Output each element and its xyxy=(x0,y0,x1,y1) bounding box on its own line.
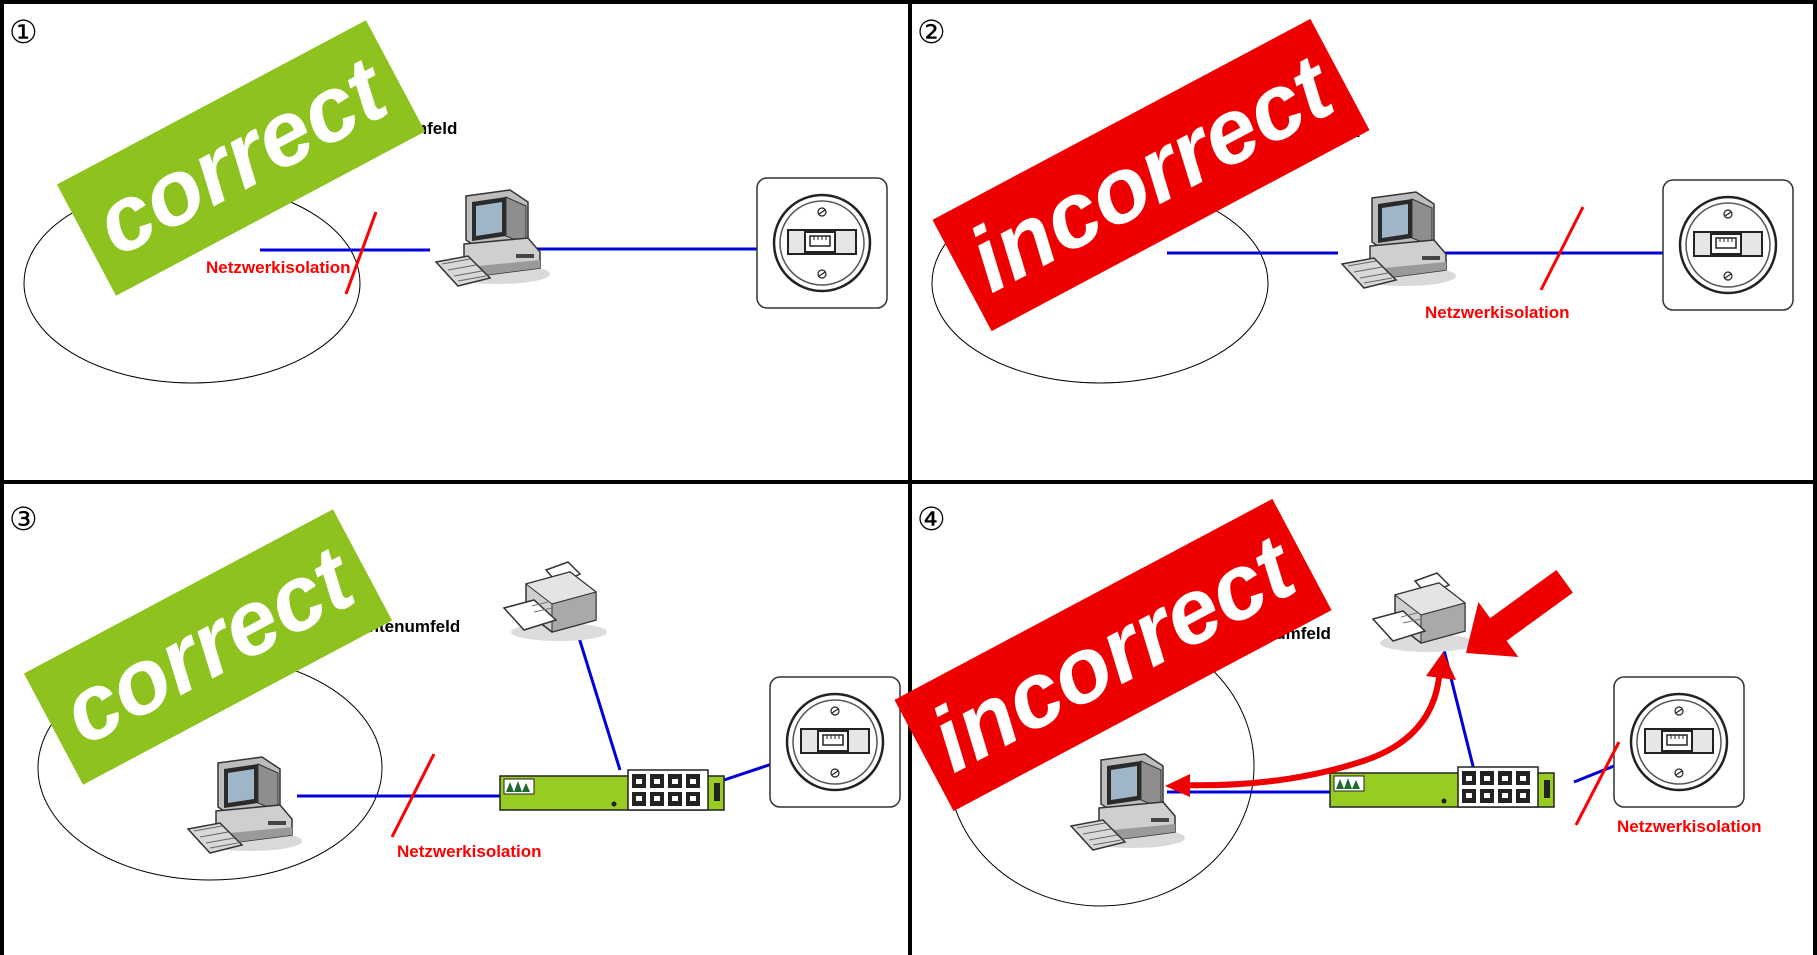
panel-number: ② xyxy=(917,13,946,51)
isolation-label: Netzwerkisolation xyxy=(1425,303,1570,322)
panel-number: ③ xyxy=(9,500,38,538)
pointer-arrow xyxy=(1466,569,1573,657)
computer-icon xyxy=(1341,191,1457,289)
network-switch-icon xyxy=(499,769,725,811)
printer-icon xyxy=(1372,572,1477,653)
panel-1: ① mfeld Netzwerkisolation correct xyxy=(9,13,889,384)
patient-environment-label: mfeld xyxy=(412,119,457,138)
verdict-stamp: correct xyxy=(23,509,393,785)
isolation-label: Netzwerkisolation xyxy=(206,258,351,277)
isolation-label: Netzwerkisolation xyxy=(397,842,542,861)
network-cable xyxy=(574,627,622,771)
arrowhead-left xyxy=(1165,774,1190,797)
network-socket-icon xyxy=(755,176,889,310)
isolation-slash-icon xyxy=(1539,206,1585,291)
network-socket-icon xyxy=(768,675,902,809)
isolation-slash-icon xyxy=(1574,741,1621,826)
isolation-label: Netzwerkisolation xyxy=(1617,817,1762,836)
panel-number: ④ xyxy=(917,500,946,538)
network-switch-icon xyxy=(1329,766,1555,808)
panel-4: ④ itenumfeld Netzwerkisolation incorrect xyxy=(894,498,1762,907)
verdict-label: incorrect xyxy=(953,35,1351,311)
panel-2: ② nfeld Netzwerkisolation incorrect xyxy=(917,13,1795,384)
computer-icon xyxy=(435,189,551,287)
arrowhead-up xyxy=(1426,652,1456,680)
computer-icon xyxy=(187,756,303,854)
verdict-stamp: correct xyxy=(56,20,426,296)
panel-3: ③ Patientenumfeld Netzwerkisolation corr… xyxy=(9,500,902,881)
leakage-path-arrow xyxy=(1177,664,1443,789)
isolation-slash-icon xyxy=(390,753,436,838)
network-socket-icon xyxy=(1661,178,1795,312)
printer-icon xyxy=(503,561,608,642)
network-socket-icon xyxy=(1612,675,1746,809)
panel-number: ① xyxy=(9,13,38,51)
verdict-stamp: incorrect xyxy=(932,18,1370,332)
isolation-slash-icon xyxy=(344,211,378,295)
computer-icon xyxy=(1070,753,1186,851)
